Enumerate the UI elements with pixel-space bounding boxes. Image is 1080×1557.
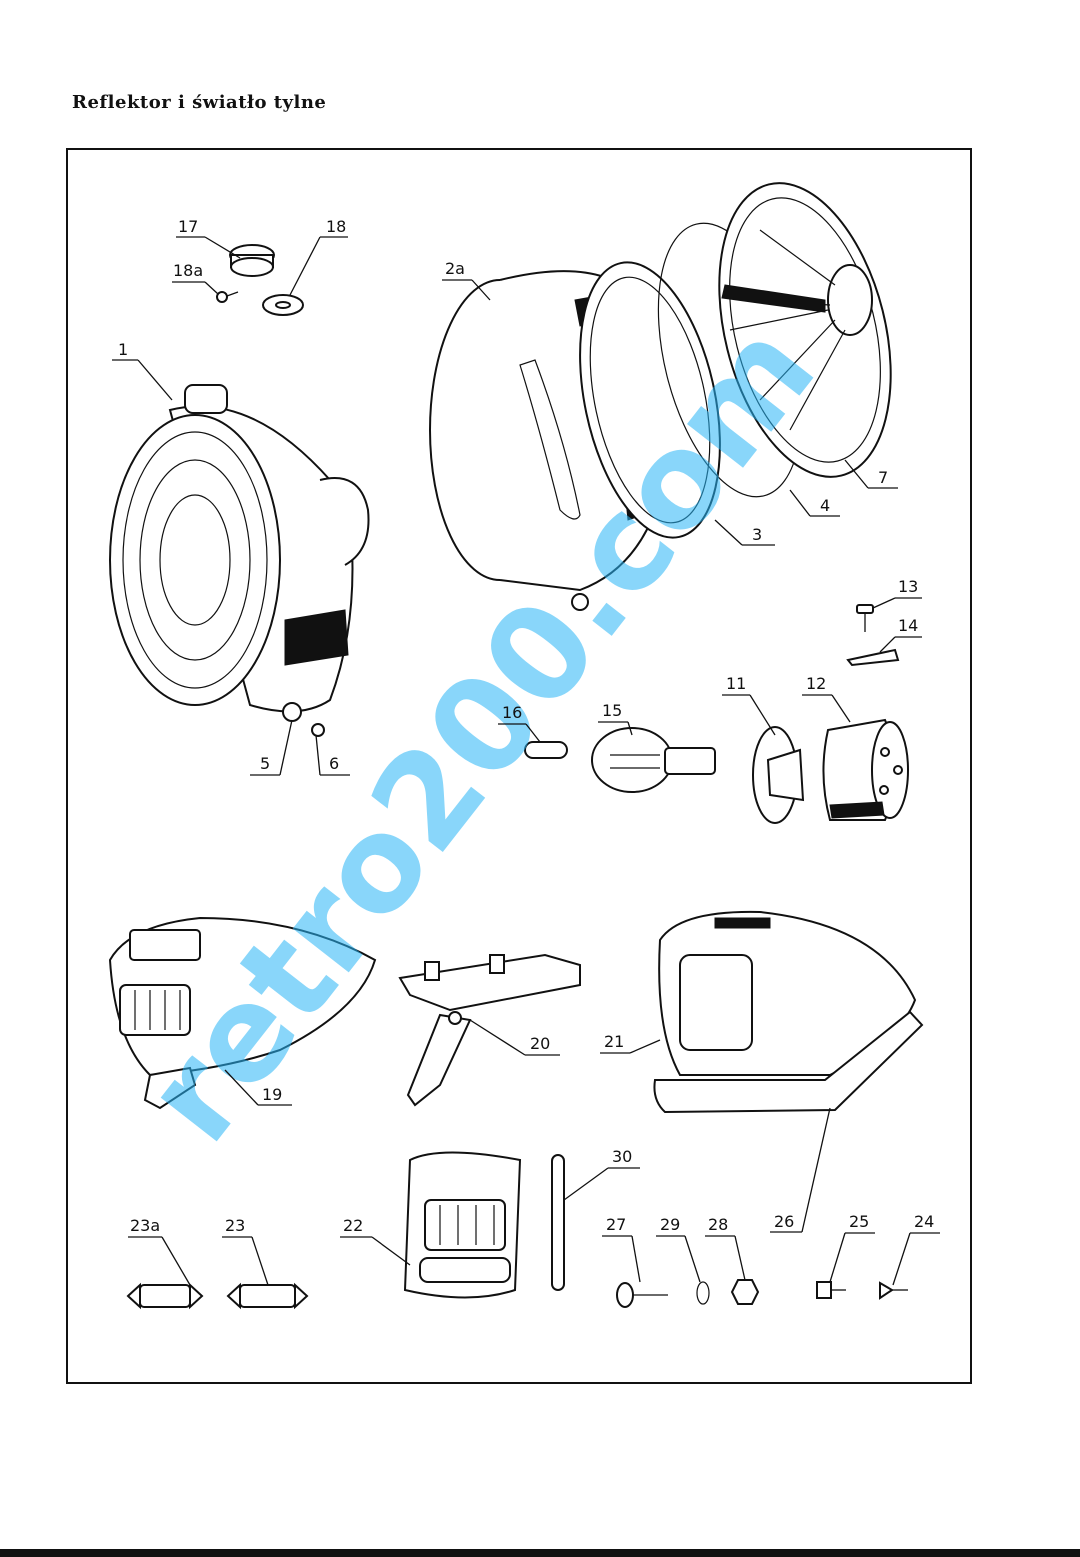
screw-part-18a (216, 291, 239, 303)
label-23: 23 (225, 1216, 245, 1235)
screw-part-13 (856, 604, 874, 632)
label-18a: 18a (173, 261, 203, 280)
label-27: 27 (606, 1215, 626, 1234)
label-26: 26 (774, 1212, 794, 1231)
label-30: 30 (612, 1147, 632, 1166)
page-title: Reflektor i światło tylne (72, 92, 327, 113)
countersunk-screw-part-24 (879, 1281, 908, 1300)
tail-light-part-21 (653, 910, 924, 1114)
lens-cover-part-22 (403, 1151, 522, 1299)
pilot-bulb-part-16 (524, 741, 568, 759)
label-18: 18 (326, 217, 346, 236)
label-22: 22 (343, 1216, 363, 1235)
headlamp-bulb-part-15 (591, 727, 716, 793)
scan-edge (0, 1549, 1080, 1557)
label-12: 12 (806, 674, 826, 693)
label-29: 29 (660, 1215, 680, 1234)
label-6: 6 (329, 754, 339, 773)
nut-part-28 (730, 1279, 760, 1305)
label-28: 28 (708, 1215, 728, 1234)
label-2a: 2a (445, 259, 465, 278)
label-23a: 23a (130, 1216, 160, 1235)
label-16: 16 (502, 703, 522, 722)
label-17: 17 (178, 217, 198, 236)
label-7: 7 (878, 468, 888, 487)
knob-part-17 (229, 244, 275, 277)
label-24: 24 (914, 1212, 934, 1231)
label-3: 3 (752, 525, 762, 544)
headlamp-lens-part-3 (579, 261, 721, 539)
festoon-bulb-part-23a (126, 1282, 204, 1310)
label-1: 1 (118, 340, 128, 359)
clip-part-14 (846, 648, 900, 667)
spring-washer-part-29 (696, 1281, 710, 1305)
label-21: 21 (604, 1032, 624, 1051)
label-13: 13 (898, 577, 918, 596)
bulb-holder-part-11 (752, 726, 805, 824)
label-15: 15 (602, 701, 622, 720)
label-19: 19 (262, 1085, 282, 1104)
diagram-frame (66, 148, 972, 1384)
label-5: 5 (260, 754, 270, 773)
headlamp-housing-part-1 (109, 384, 370, 737)
label-25: 25 (849, 1212, 869, 1231)
tail-light-housing-part-19 (108, 916, 377, 1110)
label-20: 20 (530, 1034, 550, 1053)
reflector-part-7 (718, 182, 892, 478)
washer-hole (275, 301, 291, 309)
label-11: 11 (726, 674, 746, 693)
callouts: 17 18 18a 1 2a 3 4 7 5 6 13 14 11 12 15 … (112, 217, 940, 1286)
bolt-part-25 (816, 1281, 846, 1299)
label-14: 14 (898, 616, 918, 635)
label-4: 4 (820, 496, 830, 515)
socket-part-12 (822, 718, 909, 821)
festoon-bulb-part-23 (226, 1282, 309, 1310)
bracket-part-20 (398, 953, 581, 1107)
rod-part-30 (551, 1154, 565, 1291)
screw-part-27 (616, 1282, 668, 1308)
